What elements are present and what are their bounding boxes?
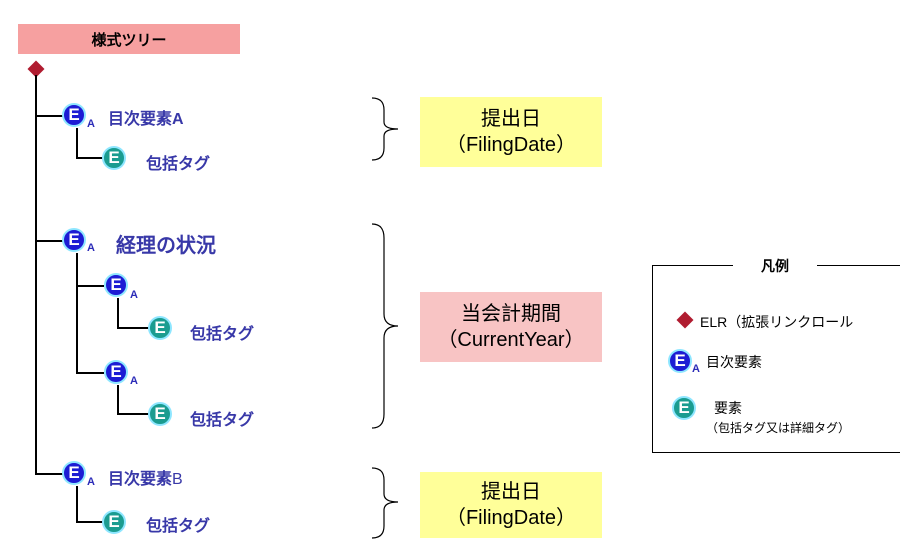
tree-line — [76, 372, 104, 374]
period-box-filing-2: 提出日 （FilingDate） — [420, 472, 602, 538]
toc-label-accounting: 経理の状況 — [116, 235, 216, 257]
toc-label-a: 目次要素A — [108, 111, 184, 128]
inclusive-tag-label: 包括タグ — [190, 326, 255, 343]
legend-elr-label: ELR（拡張リンクロール — [700, 314, 854, 330]
legend-element-note: （包括タグ又は詳細タグ） — [706, 421, 851, 435]
branch-line — [35, 473, 65, 475]
period-id: （FilingDate） — [445, 507, 577, 529]
element-icon: E — [148, 316, 172, 340]
branch-line — [35, 115, 65, 117]
tree-line — [117, 413, 149, 415]
period-box-filing-1: 提出日 （FilingDate） — [420, 97, 602, 167]
element-icon: E — [102, 510, 126, 534]
abstract-sub-icon: A — [87, 242, 95, 254]
tree-line — [76, 521, 104, 523]
inclusive-tag-label: 包括タグ — [146, 518, 211, 535]
element-icon: E — [148, 402, 172, 426]
toc-label-b-bold: 目次要素 — [108, 471, 173, 488]
legend-element-label: 要素 — [714, 400, 742, 416]
trunk-line — [35, 75, 37, 473]
tree-line — [76, 157, 104, 159]
tree-line — [117, 385, 119, 414]
period-name: 提出日 — [481, 108, 541, 130]
tree-line — [117, 327, 149, 329]
inclusive-tag-label: 包括タグ — [190, 412, 255, 429]
tree-line — [117, 298, 119, 328]
element-icon: E — [102, 146, 126, 170]
toc-element-icon: E — [62, 103, 86, 127]
tree-line — [76, 285, 104, 287]
toc-element-icon: E — [104, 273, 128, 297]
toc-element-icon: E — [104, 360, 128, 384]
toc-element-icon: E — [668, 349, 692, 373]
toc-label-b: 目次要素B — [108, 465, 183, 489]
abstract-sub-icon: A — [87, 476, 95, 488]
tree-line — [76, 253, 78, 373]
tree-line — [76, 486, 78, 522]
period-name: 提出日 — [481, 481, 541, 503]
abstract-sub-icon: A — [87, 118, 95, 130]
abstract-sub-icon: A — [130, 289, 138, 301]
brace-group1 — [371, 97, 399, 161]
inclusive-tag-label: 包括タグ — [146, 156, 211, 173]
element-icon: E — [672, 396, 696, 420]
branch-line — [35, 240, 65, 242]
tree-line — [76, 128, 78, 158]
period-id: （CurrentYear） — [437, 329, 585, 351]
abstract-sub-icon: A — [130, 375, 138, 387]
period-id: （FilingDate） — [445, 134, 577, 156]
abstract-sub-icon: A — [692, 363, 700, 375]
period-name: 当会計期間 — [461, 303, 561, 325]
brace-group3 — [371, 467, 399, 539]
legend-title: 凡例 — [733, 256, 817, 276]
tree-header: 様式ツリー — [18, 24, 240, 54]
brace-group2 — [371, 223, 399, 429]
toc-label-b-suffix: B — [172, 471, 183, 488]
toc-element-icon: E — [62, 461, 86, 485]
period-box-current-year: 当会計期間 （CurrentYear） — [420, 292, 602, 362]
legend-toc-label: 目次要素 — [706, 354, 762, 370]
toc-element-icon: E — [62, 228, 86, 252]
